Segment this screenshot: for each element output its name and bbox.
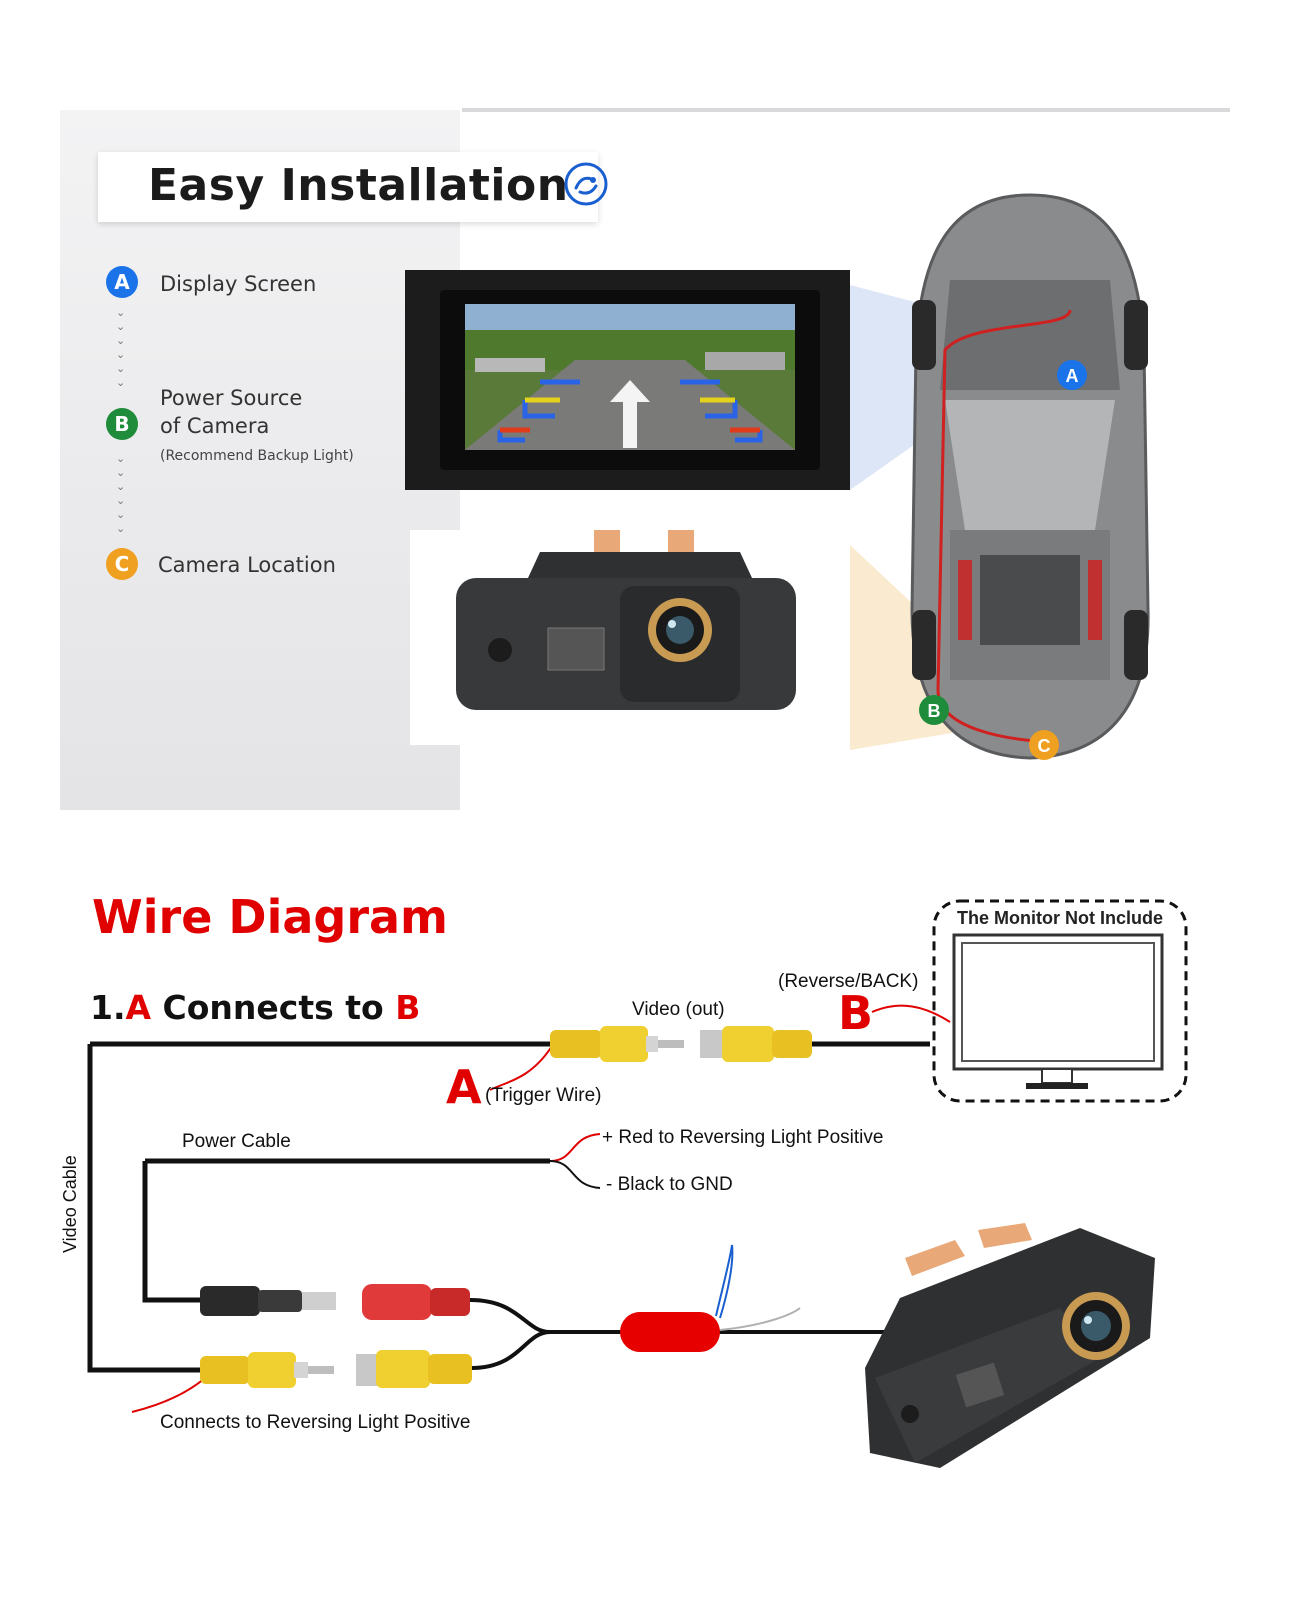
marker-a: A [446, 1060, 482, 1114]
legend-camera-location: Camera Location [158, 553, 336, 577]
legend-power-source-line2: of Camera [160, 414, 270, 438]
camera-illustration [410, 530, 810, 745]
installation-title: Easy Installation [148, 160, 569, 211]
badge-b: B [106, 408, 138, 440]
wrench-circle-icon [564, 162, 608, 206]
step-a: A [125, 988, 152, 1027]
car-marker-b: B [928, 701, 941, 721]
legend-power-source-line1: Power Source [160, 386, 303, 410]
installation-background-panel [60, 110, 460, 810]
badge-c: C [106, 548, 138, 580]
video-cable-label: Video Cable [60, 1155, 80, 1253]
trigger-wire-label: (Trigger Wire) [485, 1085, 602, 1106]
car-wiring-illustration: A B C [850, 193, 1150, 760]
installation-title-box [98, 152, 598, 222]
reverse-back-label: (Reverse/BACK) [778, 971, 919, 992]
monitor-illustration [932, 899, 1188, 1103]
chevron-trail-1: ⌄⌄⌄⌄⌄⌄ [116, 306, 126, 389]
chevron-trail-2: ⌄⌄⌄⌄⌄⌄ [116, 452, 126, 535]
step-b: B [395, 988, 421, 1027]
legend-power-note: (Recommend Backup Light) [160, 448, 354, 464]
step-number: 1. [90, 988, 126, 1027]
red-positive-label: + Red to Reversing Light Positive [602, 1127, 884, 1148]
black-gnd-label: - Black to GND [606, 1174, 733, 1195]
step-connects-to: Connects to [151, 988, 396, 1027]
wire-diagram-title: Wire Diagram [92, 890, 448, 944]
divider-line [462, 108, 1230, 112]
step-heading: 1.A Connects to B [90, 988, 420, 1027]
marker-b: B [838, 986, 874, 1040]
display-screen-illustration [405, 270, 850, 490]
badge-a: A [106, 266, 138, 298]
camera-bottom-illustration [865, 1223, 1155, 1468]
video-out-label: Video (out) [632, 999, 725, 1020]
car-marker-a: A [1066, 366, 1079, 386]
monitor-not-included-label: The Monitor Not Include [957, 908, 1163, 928]
legend-display-screen: Display Screen [160, 272, 317, 296]
bottom-connects-label: Connects to Reversing Light Positive [160, 1412, 471, 1433]
car-marker-c: C [1038, 736, 1051, 756]
power-cable-label: Power Cable [182, 1131, 291, 1152]
